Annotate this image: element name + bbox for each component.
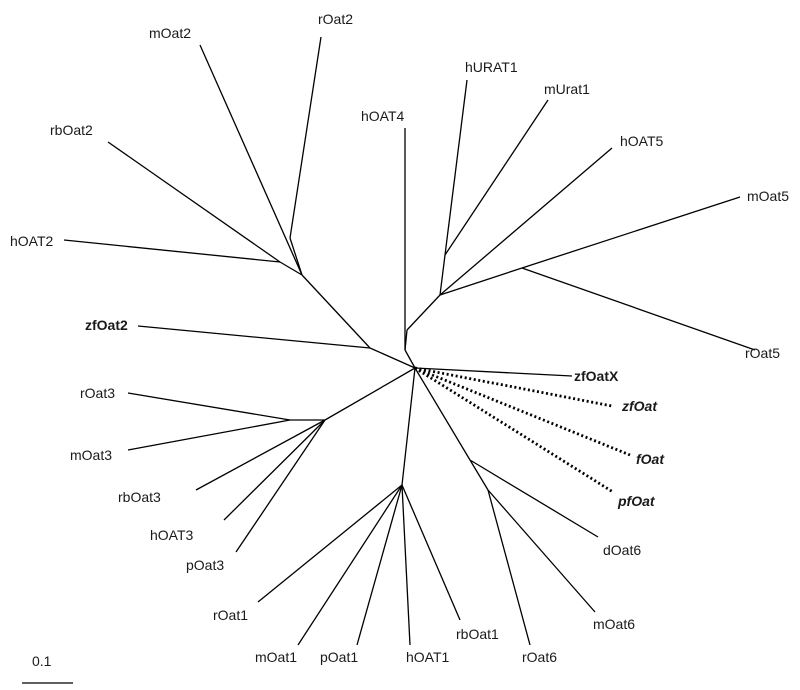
- taxon-label-rOat2: rOat2: [318, 11, 353, 27]
- branch-rOat2: [289, 36, 322, 239]
- taxon-label-rbOat2: rbOat2: [50, 122, 93, 138]
- branch-urat-sub-b: [439, 267, 523, 296]
- terminal-branches: [63, 36, 756, 646]
- taxon-label-rOat3: rOat3: [80, 385, 115, 401]
- branch-pOat1: [356, 484, 403, 646]
- taxon-label-hURAT1: hURAT1: [465, 59, 518, 75]
- taxon-label-mOat6: mOat6: [593, 616, 635, 632]
- branch-mOat3: [127, 419, 291, 451]
- taxon-label-hOAT1: hOAT1: [406, 649, 450, 665]
- branch-dOat6: [469, 459, 599, 538]
- branch-mUrat1: [444, 99, 549, 256]
- branch-hOAT3: [223, 419, 326, 521]
- branch-oat2-node-up: [301, 274, 371, 349]
- branch-pfOat: [414, 366, 614, 494]
- branch-center-to-oat1-node: [401, 367, 416, 486]
- scale-bar-label: 0.1: [32, 653, 52, 669]
- branch-oat2-clade-b: [279, 261, 303, 276]
- branch-hURAT1: [444, 79, 468, 256]
- taxon-label-zfOat2: zfOat2: [85, 317, 128, 333]
- branch-mOat5: [521, 196, 741, 269]
- branch-center-to-oat6-node: [414, 367, 471, 461]
- taxon-label-zfOatX: zfOatX: [574, 368, 619, 384]
- taxon-label-pOat1: pOat1: [320, 649, 358, 665]
- branch-oat6-sub: [469, 459, 489, 491]
- taxon-label-rOat1: rOat1: [213, 607, 248, 623]
- branch-rOat1: [257, 484, 403, 603]
- branch-hOAT2: [63, 239, 281, 263]
- taxon-label-hOAT2: hOAT2: [10, 233, 54, 249]
- branch-center-to-oat3-node: [324, 367, 416, 421]
- branch-rOat3: [127, 392, 291, 421]
- branch-oat2-clade-a: [289, 237, 303, 276]
- branch-zfOatX: [414, 367, 573, 377]
- taxon-label-mUrat1: mUrat1: [544, 81, 590, 97]
- branch-zfOat: [414, 366, 613, 408]
- taxon-label-rOat5: rOat5: [745, 345, 780, 361]
- taxon-label-rbOat1: rbOat1: [456, 626, 499, 642]
- branch-mOat1: [297, 484, 403, 646]
- taxon-label-hOAT3: hOAT3: [150, 527, 194, 543]
- branch-zfOat2: [137, 325, 371, 349]
- branch-mOat2: [199, 44, 303, 276]
- branch-hOAT1: [401, 484, 411, 646]
- branch-mOat6: [487, 489, 596, 613]
- taxon-label-pfOat: pfOat: [617, 493, 656, 509]
- taxon-label-zfOat: zfOat: [621, 398, 658, 414]
- branch-pOat3: [235, 419, 326, 553]
- taxon-label-rOat6: rOat6: [522, 649, 557, 665]
- branch-center-to-oat2-node: [369, 347, 416, 369]
- taxon-label-mOat2: mOat2: [149, 25, 191, 41]
- taxon-label-hOAT5: hOAT5: [620, 133, 664, 149]
- taxon-label-dOat6: dOat6: [603, 542, 641, 558]
- branch-rOat6: [487, 489, 531, 646]
- taxon-label-rbOat3: rbOat3: [118, 489, 161, 505]
- taxon-label-hOAT4: hOAT4: [361, 108, 405, 124]
- taxon-labels: mOat2 rOat2 rbOat2 hOAT2 hURAT1 mUrat1 h…: [10, 11, 789, 665]
- taxon-label-mOat3: mOat3: [70, 447, 112, 463]
- branch-fOat: [414, 366, 631, 457]
- branch-center-to-urat-node: [404, 349, 416, 369]
- scale-bar: 0.1: [22, 653, 73, 684]
- branch-rbOat2: [107, 141, 281, 263]
- branch-urat-node: [406, 294, 441, 331]
- taxon-label-mOat1: mOat1: [255, 649, 297, 665]
- internal-branches: [279, 237, 523, 491]
- taxon-label-mOat5: mOat5: [747, 188, 789, 204]
- taxon-label-pOat3: pOat3: [186, 557, 224, 573]
- branch-rOat5: [521, 267, 756, 351]
- branch-hOAT5: [439, 147, 613, 296]
- taxon-label-fOat: fOat: [636, 451, 665, 467]
- dotted-branches: [414, 366, 631, 494]
- branch-rbOat3: [195, 419, 326, 491]
- branch-rbOat1: [401, 484, 461, 621]
- branch-urat-sub-a: [439, 254, 446, 296]
